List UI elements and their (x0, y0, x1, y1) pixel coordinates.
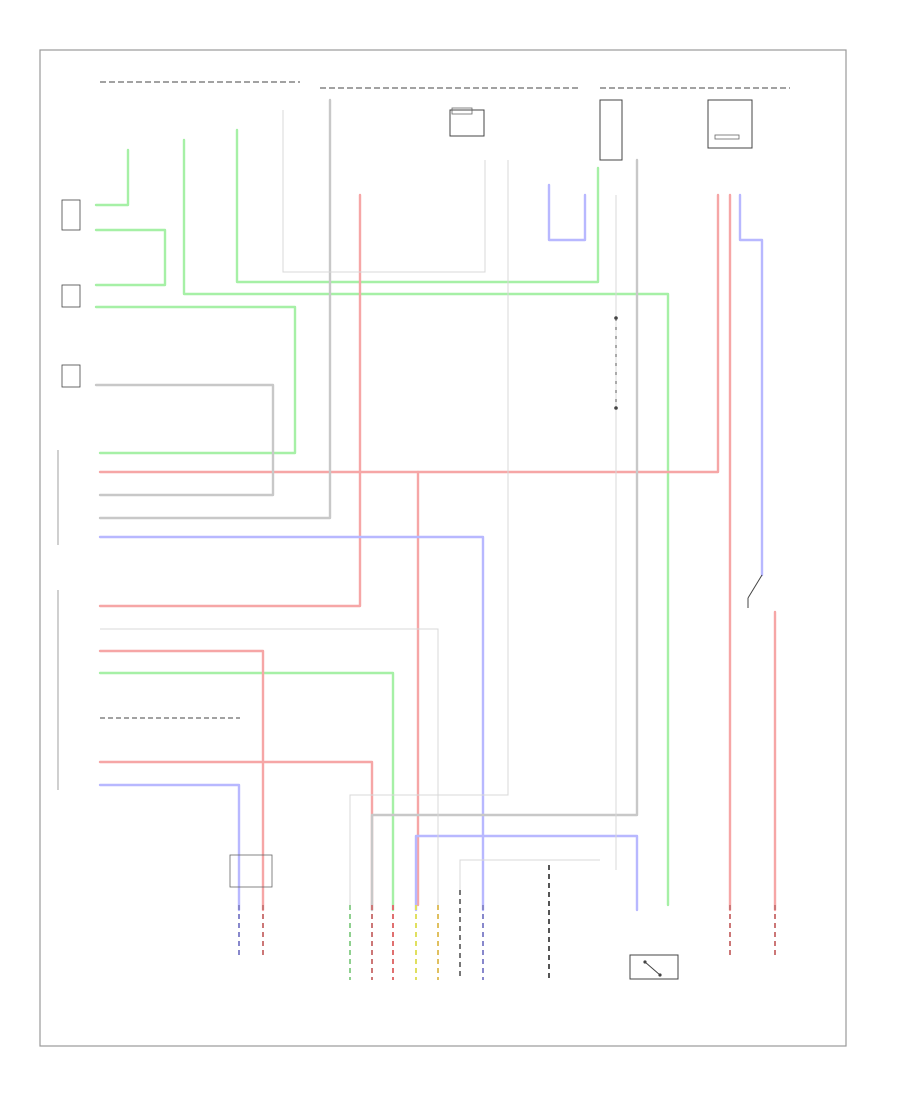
relay-box-left (449, 109, 485, 137)
wire-green (98, 671, 395, 912)
wire-green (94, 305, 297, 455)
wire-green (94, 228, 167, 287)
park-switch-box (629, 954, 679, 980)
wire-green (94, 148, 130, 207)
wire-blue (547, 183, 587, 242)
wire-gray (94, 383, 275, 497)
wire-green (235, 128, 600, 284)
junction-connector (229, 854, 273, 888)
wire-blue (98, 535, 485, 912)
wire-light (100, 628, 439, 910)
bottom-stubs (238, 865, 776, 980)
wire-light (349, 160, 509, 910)
wire-gray (98, 98, 332, 520)
relay-box-right (707, 99, 753, 149)
right-switch (747, 574, 763, 608)
wire-blue (98, 783, 241, 912)
wire-red (98, 193, 362, 608)
blue-wires (98, 183, 764, 912)
red-wires (98, 193, 777, 912)
gray-wires (94, 98, 639, 912)
wire-red (98, 193, 720, 474)
left-connectors (61, 199, 81, 388)
green-wires (94, 128, 670, 912)
wire-red (98, 649, 265, 912)
relay-box-mid (599, 99, 623, 161)
wire-green (182, 138, 670, 907)
wire-blue (738, 193, 764, 577)
wire-blue (414, 834, 639, 912)
power-rails (100, 81, 790, 89)
mid-right-fuse (614, 316, 618, 410)
wire-light (282, 110, 486, 273)
wire-light (459, 859, 600, 890)
wire-gray (370, 158, 639, 912)
relay-coil-left (451, 107, 473, 115)
diagram-border (39, 49, 847, 1047)
bottom-components (229, 854, 679, 980)
relay-coil-right (714, 134, 740, 140)
